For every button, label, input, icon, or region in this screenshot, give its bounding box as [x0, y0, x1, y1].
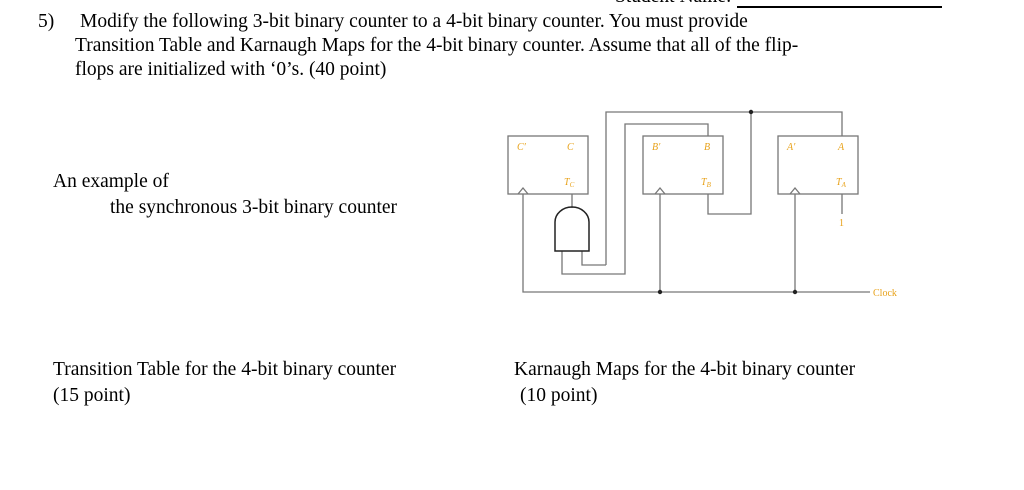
question-number: 5) — [38, 11, 55, 32]
question-line-2: Transition Table and Karnaugh Maps for t… — [75, 35, 799, 56]
wire-tb-input — [707, 112, 752, 215]
flip-flop-b — [642, 135, 724, 195]
junction-dot — [748, 109, 754, 115]
ff-c-q-label: C — [567, 142, 574, 153]
transition-table-points: (15 point) — [53, 385, 131, 406]
ff-b-qbar-label: B′ — [652, 142, 661, 153]
question-line-1: Modify the following 3-bit binary counte… — [80, 11, 748, 32]
wire-a-output — [605, 111, 843, 265]
example-line-2: the synchronous 3-bit binary counter — [110, 197, 398, 218]
question-line-3: flops are initialized with ‘0’s. (40 poi… — [75, 59, 387, 80]
flip-flop-a — [777, 135, 859, 195]
student-name-label: Student Name: — [615, 0, 731, 9]
wire-b-output — [561, 123, 709, 275]
junction-dot — [792, 289, 798, 295]
kmap-title: Karnaugh Maps for the 4-bit binary count… — [514, 359, 856, 380]
transition-table-title: Transition Table for the 4-bit binary co… — [53, 359, 397, 380]
ff-c-t-label: TC — [564, 177, 575, 189]
clock-label: Clock — [873, 288, 897, 299]
constant-one-label: 1 — [839, 218, 844, 229]
ff-b-q-label: B — [704, 142, 710, 153]
clock-input-triangles — [517, 186, 801, 195]
ff-a-t-label: TA — [836, 177, 847, 189]
clock-wire — [522, 194, 870, 293]
junction-dot — [657, 289, 663, 295]
student-name-line[interactable] — [737, 6, 942, 8]
ff-a-qbar-label: A′ — [786, 142, 796, 153]
kmap-points: (10 point) — [520, 385, 598, 406]
and-gate — [554, 206, 590, 252]
wire-and-input — [581, 251, 606, 266]
ff-a-q-label: A — [837, 142, 845, 153]
ff-b-t-label: TB — [701, 177, 712, 189]
example-line-1: An example of — [53, 171, 169, 192]
ff-c-qbar-label: C′ — [517, 142, 527, 153]
flip-flop-c — [507, 135, 589, 195]
